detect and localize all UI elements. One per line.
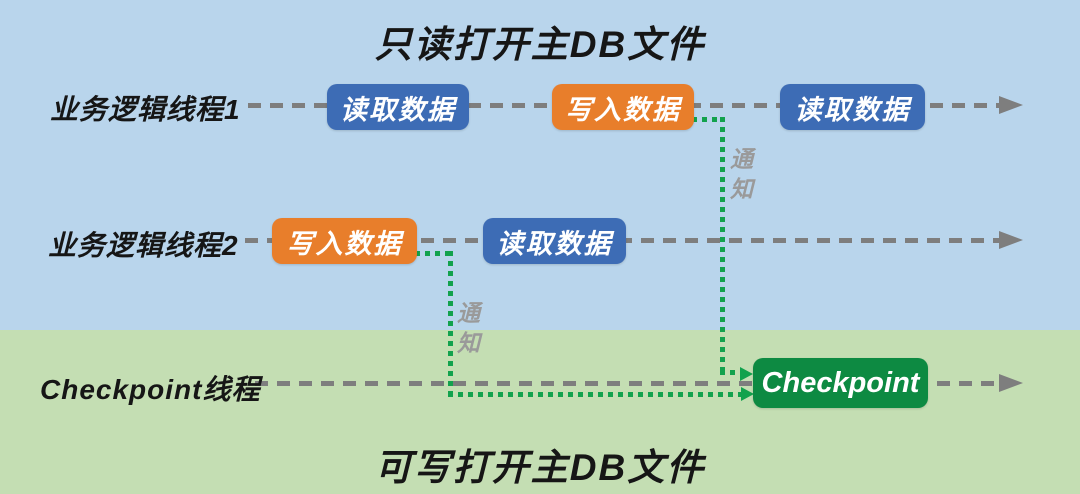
thread1-label: 业务逻辑线程1 [50, 94, 241, 125]
thread2-arrowhead-icon [999, 231, 1023, 249]
thread1-read-data-box-2: 读取数据 [780, 84, 925, 130]
readonly-region-background [0, 0, 1080, 330]
notify2-arrowhead-icon [741, 387, 754, 401]
writable-region-background [0, 330, 1080, 494]
thread2-write-data-box: 写入数据 [272, 218, 417, 264]
notify2-label: 通知 [457, 300, 480, 356]
writable-section-title: 可写打开主DB文件 [374, 447, 706, 488]
checkpoint-timeline [255, 381, 1000, 386]
notify2-line-horizontal [448, 392, 743, 397]
thread1-arrowhead-icon [999, 96, 1023, 114]
thread2-label: 业务逻辑线程2 [48, 230, 239, 261]
thread1-write-data-box: 写入数据 [552, 84, 694, 130]
notify1-label: 通知 [730, 146, 753, 202]
notify1-line-vertical [720, 117, 725, 372]
checkpoint-arrowhead-icon [999, 374, 1023, 392]
notify2-line-start [415, 251, 453, 256]
notify1-arrowhead-icon [740, 367, 753, 381]
notify2-line-vertical [448, 251, 453, 397]
thread1-read-data-box-1: 读取数据 [327, 84, 469, 130]
notify1-line-start [692, 117, 725, 122]
checkpoint-box: Checkpoint [753, 358, 928, 408]
thread2-read-data-box: 读取数据 [483, 218, 626, 264]
readonly-section-title: 只读打开主DB文件 [374, 24, 706, 65]
checkpoint-thread-label: Checkpoint线程 [40, 374, 261, 405]
notify1-line-elbow [720, 370, 742, 375]
